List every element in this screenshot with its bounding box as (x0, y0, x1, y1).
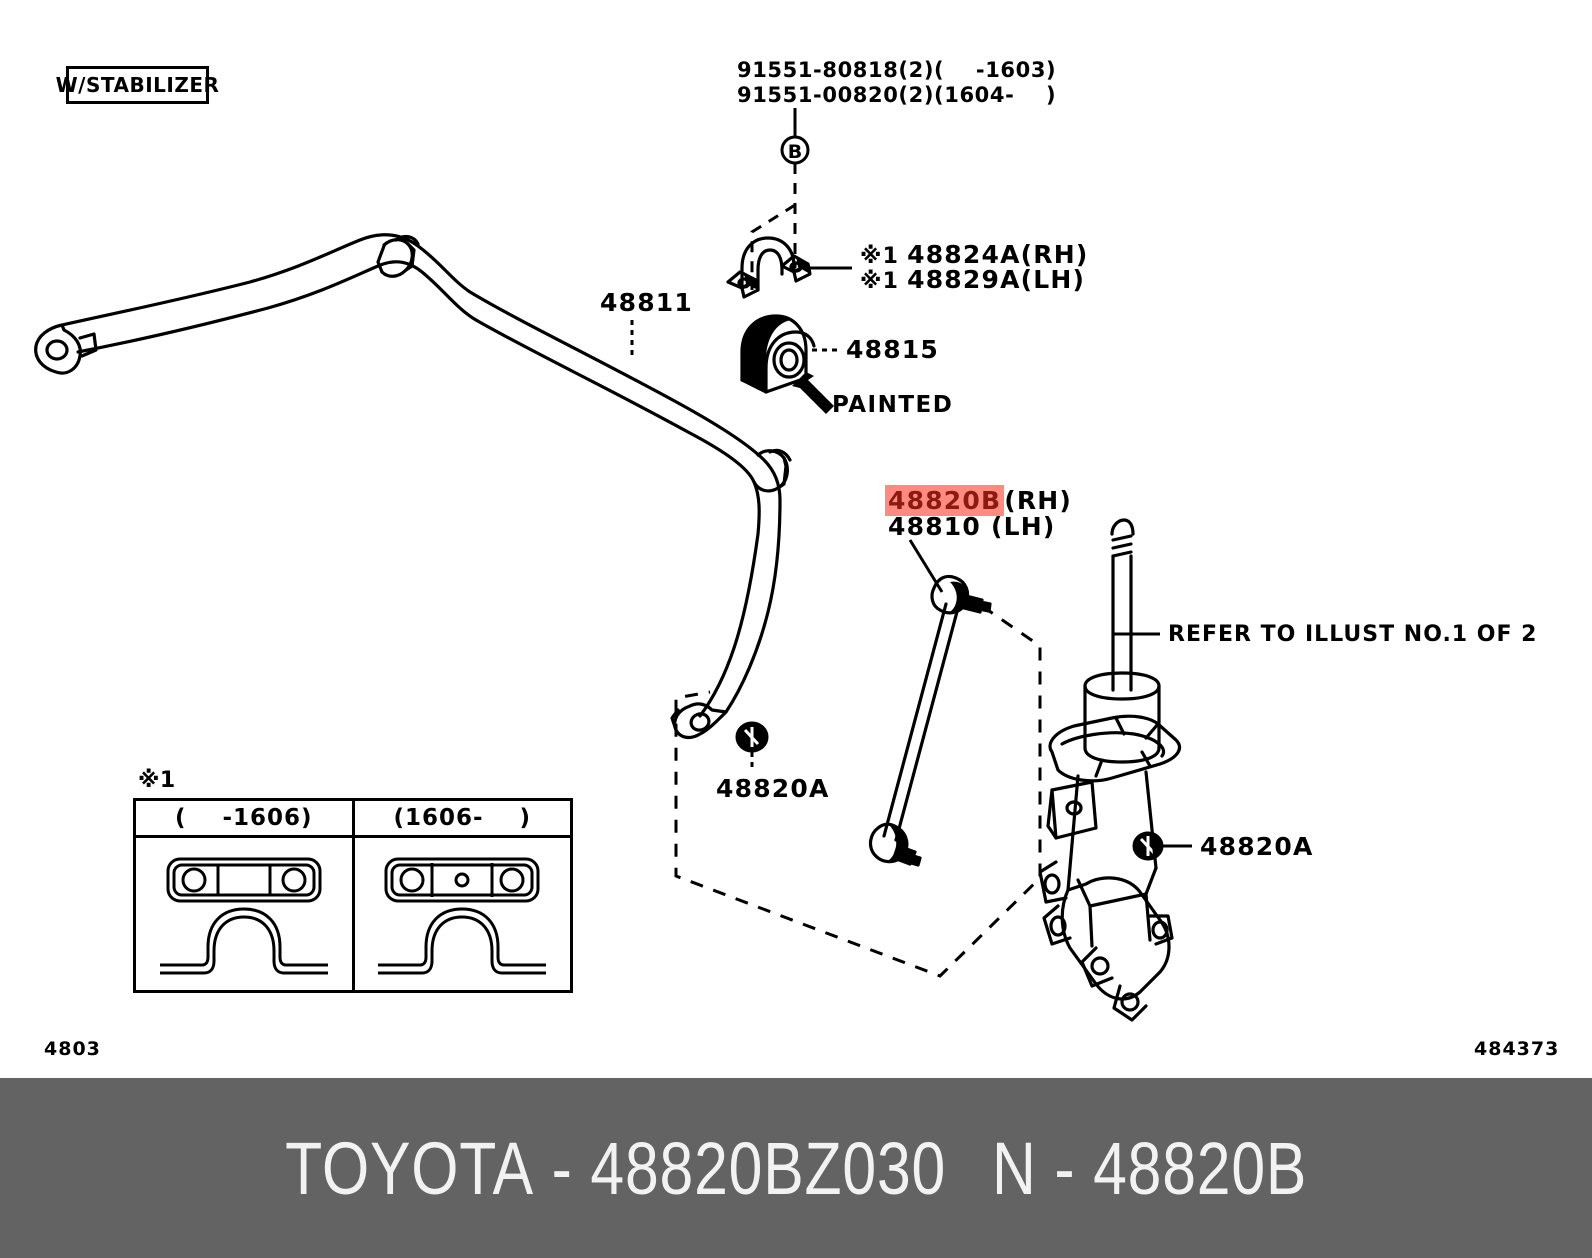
banner-part-number: 48820BZ030 (590, 1126, 946, 1210)
legend-cell-bracket-late (355, 838, 571, 993)
bracket-early-illustration (159, 857, 328, 974)
painted-arrow (792, 372, 834, 414)
legend-reference-mark: ※1 (138, 768, 176, 793)
bracket-shading (744, 256, 810, 290)
link-rh-partno: 48820B (885, 485, 1005, 516)
legend-header-late-label: (1606- ) (393, 805, 532, 831)
bracket-lh-label: 48829A(LH) (907, 265, 1086, 294)
banner-brand: TOYOTA (284, 1126, 534, 1210)
nut-bar-highlight (743, 727, 760, 747)
stabilizer-bar-illustration (34, 233, 792, 740)
nut-bar-label: 48820A (716, 774, 830, 803)
bolt-partno-line2: 91551-00820(2)(1604- ) (737, 83, 1057, 107)
painted-note: PAINTED (832, 392, 954, 418)
stabilizer-bracket-illustration (726, 236, 812, 299)
link-lh-callout: 48810 (LH) (888, 512, 1056, 541)
legend-body-row (136, 838, 570, 993)
banner-group: N (991, 1126, 1037, 1210)
strut-assembly-illustration (1038, 518, 1182, 1022)
bushing-label: 48815 (846, 335, 939, 364)
link-rh-callout: 48820B (RH) (885, 485, 1072, 516)
legend-header-row: ( -1606) (1606- ) (136, 801, 570, 838)
bushing-shading (742, 316, 791, 392)
stabilizer-link-illustration (868, 574, 992, 867)
refer-to-illust-note: REFER TO ILLUST NO.1 OF 2 (1168, 622, 1538, 647)
bracket-variant-legend-table: ( -1606) (1606- ) (133, 798, 573, 993)
legend-header-cell-late: (1606- ) (355, 801, 571, 835)
bolt-marker-letter: B (788, 141, 802, 163)
installed-position-outline (674, 604, 1042, 978)
bracket-lh-mark: ※1 (860, 269, 900, 294)
with-stabilizer-note-box: W/STABILIZER (56, 66, 219, 104)
banner-ref: 48820B (1092, 1126, 1308, 1210)
bolt-partno-line1: 91551-80818(2)( -1603) (737, 58, 1057, 82)
link-shading (889, 581, 990, 865)
legend-header-early-label: ( -1606) (174, 805, 313, 831)
link-rh-side: (RH) (1004, 486, 1073, 515)
corner-code-right: 484373 (1474, 1038, 1560, 1060)
legend-header-cell-early: ( -1606) (136, 801, 355, 835)
nut-strut-highlight (1139, 836, 1156, 856)
bracket-rh-label: 48824A(RH) (907, 240, 1089, 269)
bracket-lh-callout: ※1 48829A(LH) (860, 265, 1085, 294)
stabilizer-bar-label: 48811 (600, 288, 693, 317)
bolt-callout (750, 108, 810, 290)
banner-content: TOYOTA - 48820BZ030 N - 48820B (285, 1126, 1307, 1211)
link-lh-partno: 48810 (888, 512, 981, 541)
bracket-late-illustration (378, 857, 547, 974)
legend-cell-bracket-early (136, 838, 355, 993)
bracket-rh-callout: ※1 48824A(RH) (860, 240, 1088, 269)
part-number-banner: TOYOTA - 48820BZ030 N - 48820B (0, 1078, 1592, 1258)
with-stabilizer-label: W/STABILIZER (55, 73, 220, 97)
banner-dash-2: - (1054, 1126, 1076, 1210)
nut-strut-label: 48820A (1200, 832, 1314, 861)
corner-code-left: 4803 (44, 1038, 101, 1060)
link-lh-side: (LH) (990, 512, 1056, 541)
bracket-rh-mark: ※1 (860, 244, 900, 269)
banner-dash-1: - (551, 1126, 573, 1210)
